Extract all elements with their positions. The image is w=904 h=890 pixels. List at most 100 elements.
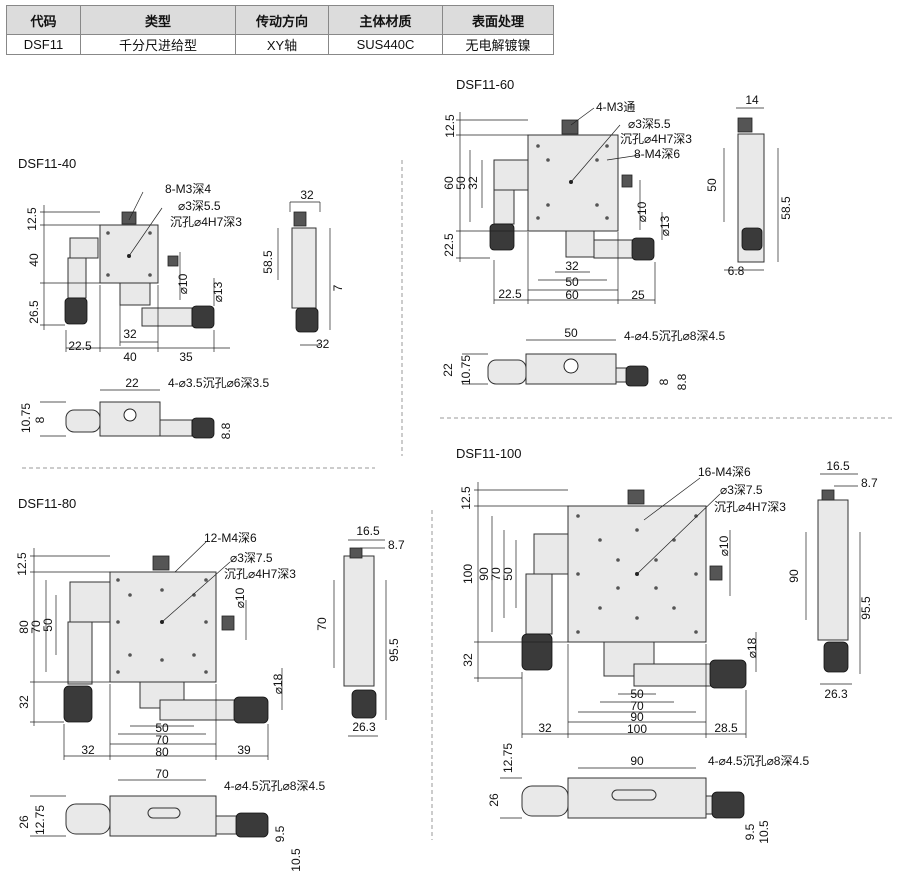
dim-40-40-v: 40: [27, 253, 41, 267]
dim-60-8: 8: [657, 378, 671, 385]
dim-100-26: 26: [487, 793, 501, 807]
cell-surface: 无电解镀镍: [442, 34, 554, 55]
dim-100-9.5: 9.5: [743, 823, 757, 840]
dim-60-50-v: 50: [454, 176, 468, 190]
callout-60-m4: 8-M4深6: [634, 147, 680, 161]
dim-40-dia13: ⌀13: [211, 281, 225, 302]
dim-100-95.5: 95.5: [859, 596, 873, 620]
dim-100-dia18: ⌀18: [745, 637, 759, 658]
dim-100-16.5: 16.5: [826, 459, 850, 473]
dim-60-14: 14: [745, 93, 759, 107]
dsf11-100-y-bracket: [533, 533, 569, 575]
callout-60-m3: 4-M3通: [596, 100, 635, 114]
dim-100-90-v: 90: [477, 567, 491, 581]
dim-80-50-h: 50: [155, 721, 169, 735]
dsf11-60-front-knurl: [625, 365, 649, 387]
dsf11-80-front-knurl: [235, 812, 269, 838]
dim-40-40-h: 40: [123, 350, 137, 364]
callout-40-counterbore: 沉孔⌀4H7深3: [170, 215, 242, 229]
dim-100-32-v: 32: [461, 653, 475, 667]
dim-100-70-h: 70: [630, 699, 644, 713]
dim-80-9.5: 9.5: [273, 825, 287, 842]
dim-60-8.8: 8.8: [675, 373, 689, 390]
dsf11-40-front-micrometer: [159, 419, 193, 437]
dim-80-80-v: 80: [17, 620, 31, 634]
cell-material: SUS440C: [328, 34, 443, 55]
dsf11-80-side-knurl: [351, 689, 377, 719]
dsf11-40-top-view: [40, 191, 230, 352]
dim-80-70-v: 70: [29, 620, 43, 634]
dim-60-58.5: 58.5: [779, 196, 793, 220]
dsf11-60-y-bracket: [493, 159, 529, 191]
dsf11-80-side-body: [343, 555, 375, 687]
callout-100-hole: ⌀3深7.5: [720, 483, 763, 497]
dsf11-80-side-screw: [349, 547, 363, 559]
dim-40-10.75: 8: [33, 416, 47, 423]
title-dsf11-80: DSF11-80: [18, 496, 77, 511]
dsf11-40-side-clamp: [167, 255, 179, 267]
dsf11-40-lock-screw: [121, 211, 137, 225]
dsf11-80-front-handle: [65, 803, 111, 835]
dim-100-10.5: 10.5: [757, 820, 771, 844]
dim-60-50-h: 50: [565, 275, 579, 289]
dim-40-12.5: 12.5: [25, 207, 39, 231]
dim-80-dia18: ⌀18: [271, 673, 285, 694]
dsf11-40-side-body: [291, 227, 317, 309]
dim-80-26: 26: [17, 815, 31, 829]
dsf11-60-top-view: [456, 107, 663, 304]
dim-100-side-90: 90: [787, 569, 801, 583]
cell-direction: XY轴: [235, 34, 329, 55]
dsf11-100-top-view: [474, 477, 757, 738]
dsf11-40-y-micrometer-bracket: [69, 237, 99, 259]
cell-code: DSF11: [6, 34, 81, 55]
dsf11-60-lock-screw: [561, 119, 579, 135]
dim-80-10.5: 10.5: [289, 848, 303, 872]
dsf11-80-x-micrometer-body: [159, 699, 241, 721]
dim-100-12.5: 12.5: [459, 486, 473, 510]
dim-80-side-70: 70: [315, 617, 329, 631]
callout-100-counterbore: 沉孔⌀4H7深3: [714, 500, 786, 514]
dim-40-22: 10.75: [19, 403, 33, 433]
dsf11-100-side-knurl: [823, 641, 849, 673]
dsf11-40-y-knurl: [64, 297, 88, 325]
dsf11-60-front-view: [462, 339, 649, 387]
dim-80-32-h: 32: [81, 743, 95, 757]
dsf11-100-front-knurl: [711, 791, 745, 819]
dim-100-90-h: 90: [630, 710, 644, 724]
spec-data-row: DSF11 千分尺进给型 XY轴 SUS440C 无电解镀镍: [6, 34, 554, 55]
dsf11-40-y-micrometer-body: [67, 257, 87, 299]
dim-60-dia10: ⌀10: [635, 201, 649, 222]
cell-type: 千分尺进给型: [80, 34, 236, 55]
callout-80-front: 4-⌀4.5沉孔⌀8深4.5: [224, 779, 325, 793]
dsf11-40-front-knurl: [191, 417, 215, 439]
dim-40-7: 32: [316, 337, 330, 351]
dsf11-40-side-knurl: [295, 307, 319, 333]
dim-80-70-h: 70: [155, 733, 169, 747]
dim-100-28.5: 28.5: [714, 721, 738, 735]
dim-60-dia13: ⌀13: [658, 215, 672, 236]
title-dsf11-100: DSF11-100: [456, 446, 522, 461]
callout-100-front: 4-⌀4.5沉孔⌀8深4.5: [708, 754, 809, 768]
callout-40-front: 4-⌀3.5沉孔⌀6深3.5: [168, 376, 269, 390]
callout-80-m4: 12-M4深6: [204, 531, 257, 545]
dsf11-40-side-view: [277, 201, 331, 346]
dim-80-16.5: 16.5: [356, 524, 380, 538]
dsf11-100-side-view: [805, 473, 861, 685]
dim-40-front-32: 22: [125, 376, 139, 390]
dim-60-60-h: 60: [565, 288, 579, 302]
dim-80-front-70: 70: [155, 767, 169, 781]
dim-100-26.3: 26.3: [824, 687, 848, 701]
dsf11-100-side-body: [817, 499, 849, 641]
dim-100-32-h: 32: [538, 721, 552, 735]
dsf11-80-side-clamp: [221, 615, 235, 631]
dsf11-40-front-handle: [65, 409, 101, 433]
dim-40-14: 32: [300, 188, 314, 202]
dim-60-22.5-v: 22.5: [442, 233, 456, 257]
dsf11-40-lower-block: [119, 282, 151, 306]
dsf11-100-y-micrometer-body: [525, 573, 553, 635]
dsf11-100-x-knurl: [709, 659, 747, 689]
dim-40-58.5: 7: [331, 284, 345, 291]
dim-100-8.7: 8.7: [861, 476, 878, 490]
dim-40-22.5: 22.5: [68, 339, 92, 353]
callout-60-hole: ⌀3深5.5: [628, 117, 671, 131]
